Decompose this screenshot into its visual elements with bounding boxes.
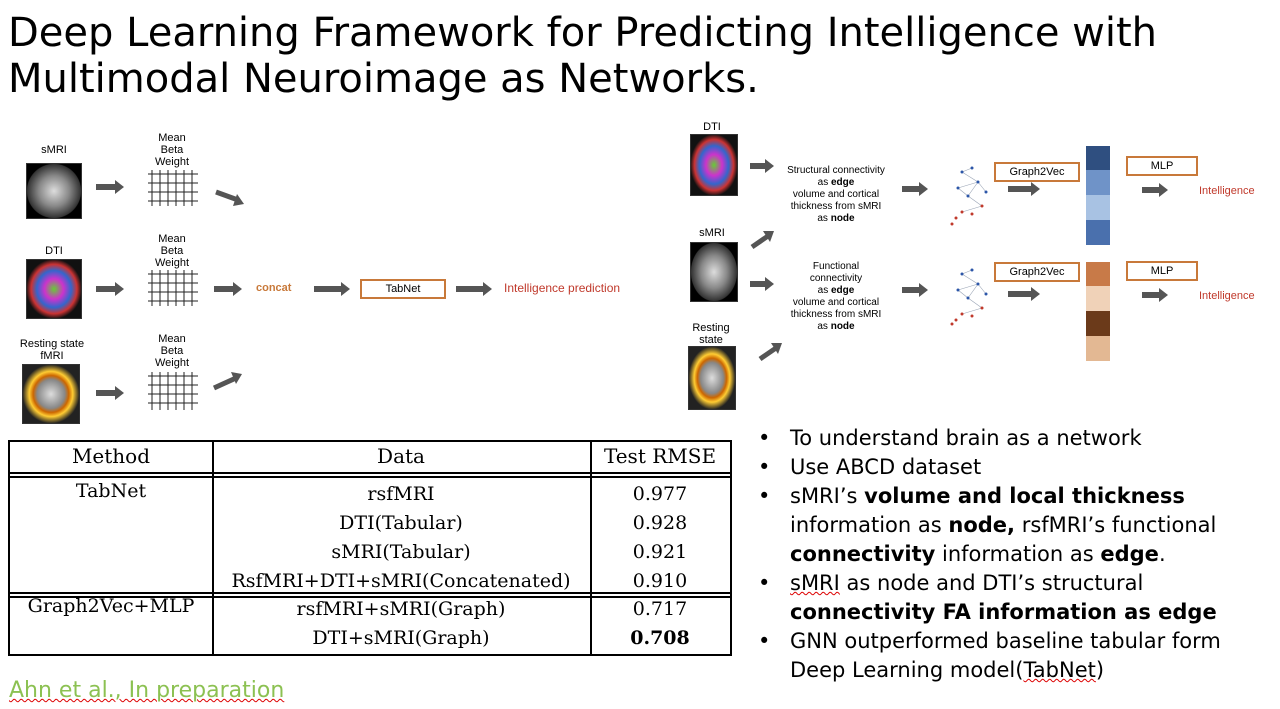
dti-label: DTI xyxy=(45,245,63,257)
structural-connectivity-text: Structural connectivity as edge volume a… xyxy=(787,165,885,224)
list-item: sMRI as node and DTI’s structural connec… xyxy=(758,569,1273,627)
table-row-data: DTI+sMRI(Graph) xyxy=(312,627,490,649)
arrow-icon xyxy=(96,180,124,194)
table-row-data: rsfMRI xyxy=(367,483,435,505)
arrow-icon xyxy=(1008,182,1040,196)
intelligence-output-top: Intelligence xyxy=(1199,185,1255,197)
table-row-rmse: 0.921 xyxy=(632,541,688,563)
feature-label-1: Mean Beta Weight xyxy=(154,132,190,168)
header-method: Method xyxy=(71,444,151,468)
table-row-rmse-best: 0.708 xyxy=(630,627,690,649)
dti-brain-image-right xyxy=(690,134,738,196)
dti-label-right: DTI xyxy=(703,121,721,133)
list-item: Use ABCD dataset xyxy=(758,453,1273,482)
list-item: GNN outperformed baseline tabular form D… xyxy=(758,627,1273,685)
header-data: Data xyxy=(377,444,425,468)
results-table: Method Data Test RMSE TabNet rsfMRI DTI(… xyxy=(8,440,732,656)
mlp-box-top: MLP xyxy=(1126,156,1198,176)
fmri-brain-image xyxy=(22,364,80,424)
arrow-icon xyxy=(750,277,774,291)
feature-label-3: Mean Beta Weight xyxy=(154,333,190,369)
tabnet-rmse-column: 0.977 0.928 0.921 0.910 xyxy=(590,480,730,596)
tabnet-data-column: rsfMRI DTI(Tabular) sMRI(Tabular) RsfMRI… xyxy=(212,480,590,596)
arrow-icon xyxy=(902,283,928,297)
mlp-box-bottom: MLP xyxy=(1126,261,1198,281)
table-row-data: sMRI(Tabular) xyxy=(331,541,471,563)
grid-icon xyxy=(148,270,198,306)
list-item: sMRI’s volume and local thickness inform… xyxy=(758,482,1273,569)
intelligence-output-bottom: Intelligence xyxy=(1199,290,1255,302)
graph2vec-box-top: Graph2Vec xyxy=(994,162,1080,182)
table-row-data: rsfMRI+sMRI(Graph) xyxy=(296,598,506,620)
smri-label: sMRI xyxy=(41,144,67,156)
diagonal-arrow-icon xyxy=(212,372,242,391)
arrow-icon xyxy=(750,159,774,173)
arrow-icon xyxy=(1142,288,1168,302)
table-row-data: RsfMRI+DTI+sMRI(Concatenated) xyxy=(231,570,571,592)
grid-icon xyxy=(148,372,198,410)
embedding-vector-blue xyxy=(1086,146,1110,245)
method-graph2vec-mlp: Graph2Vec+MLP xyxy=(27,595,195,617)
arrow-icon xyxy=(1008,287,1040,301)
graph-network-icon xyxy=(950,166,988,226)
smri-brain-image-right xyxy=(690,242,738,302)
table-row-rmse: 0.910 xyxy=(632,570,688,592)
key-points-list: To understand brain as a network Use ABC… xyxy=(758,424,1273,685)
diagonal-arrow-icon xyxy=(215,189,244,206)
concat-label: concat xyxy=(256,282,292,294)
tabnet-box: TabNet xyxy=(360,279,446,299)
table-row-rmse: 0.717 xyxy=(632,598,688,620)
citation-footer: Ahn et al., In preparation xyxy=(9,678,285,703)
smri-brain-image xyxy=(26,163,82,219)
feature-label-2: Mean Beta Weight xyxy=(154,233,190,269)
table-row-rmse: 0.977 xyxy=(632,483,688,505)
intelligence-prediction-label: Intelligence prediction xyxy=(504,281,621,295)
diagonal-arrow-icon xyxy=(758,343,782,362)
header-rmse: Test RMSE xyxy=(603,444,717,468)
grid-icon xyxy=(148,170,198,206)
arrow-icon xyxy=(456,282,492,296)
method-tabnet: TabNet xyxy=(75,480,147,502)
slide-title: Deep Learning Framework for Predicting I… xyxy=(8,10,1157,102)
fmri-brain-image-right xyxy=(688,346,736,410)
dti-brain-image xyxy=(26,259,82,319)
arrow-icon xyxy=(314,282,350,296)
title-line-1: Deep Learning Framework for Predicting I… xyxy=(8,10,1158,56)
embedding-vector-brown xyxy=(1086,262,1110,361)
arrow-icon xyxy=(96,282,124,296)
diagonal-arrow-icon xyxy=(750,231,774,250)
smri-label-right: sMRI xyxy=(699,227,725,239)
graph-data-column: rsfMRI+sMRI(Graph) DTI+sMRI(Graph) xyxy=(212,595,590,653)
fmri-label: Resting state fMRI xyxy=(19,338,85,362)
table-row-data: DTI(Tabular) xyxy=(339,512,463,534)
arrow-icon xyxy=(214,282,242,296)
functional-connectivity-text: Functional connectivity as edge volume a… xyxy=(790,261,882,332)
arrow-icon xyxy=(902,182,928,196)
graph-rmse-column: 0.717 0.708 xyxy=(590,595,730,653)
list-item: To understand brain as a network xyxy=(758,424,1273,453)
graph2vec-box-bottom: Graph2Vec xyxy=(994,262,1080,282)
arrow-icon xyxy=(96,386,124,400)
graph-network-icon xyxy=(950,268,988,326)
arrow-icon xyxy=(1142,183,1168,197)
title-line-2: Multimodal Neuroimage as Networks. xyxy=(8,56,759,102)
table-row-rmse: 0.928 xyxy=(632,512,688,534)
